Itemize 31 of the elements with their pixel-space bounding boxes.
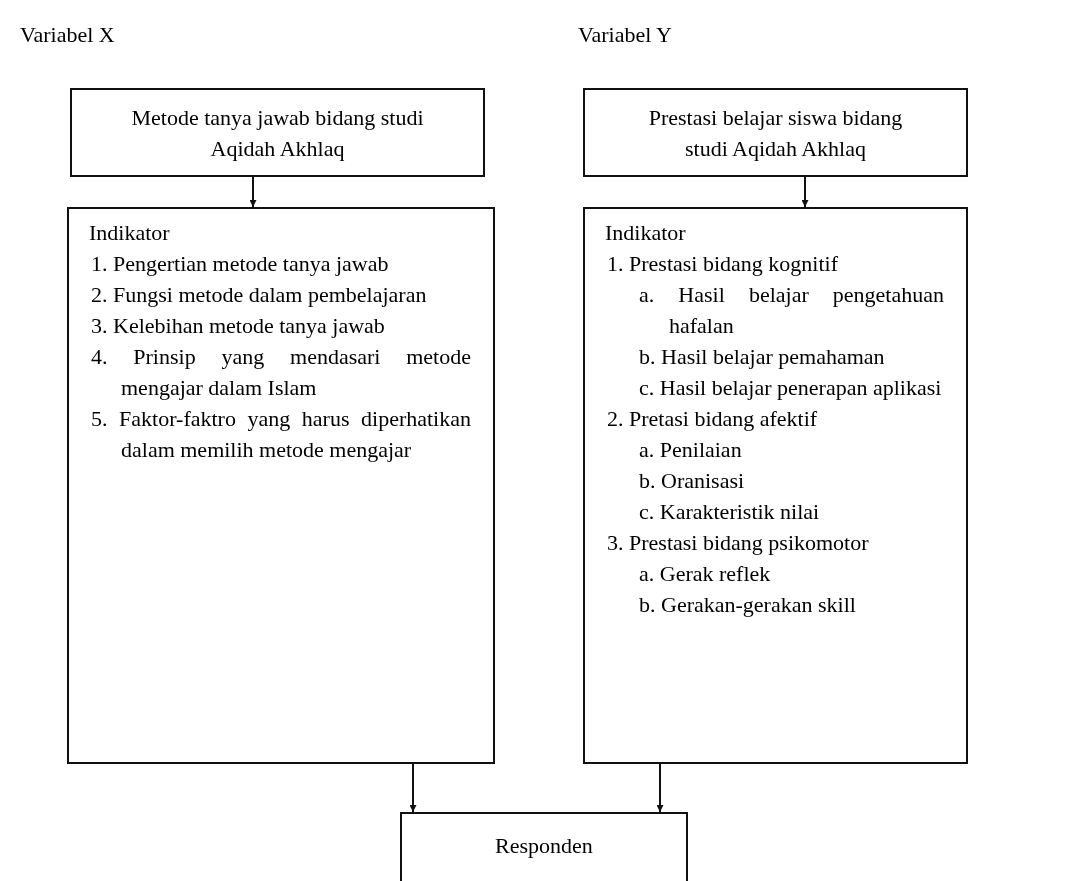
list-item: 4. Prinsip yang mendasari metode mengajar dalam Islam	[90, 343, 471, 402]
arrow	[656, 763, 664, 813]
variable-label: Variabel X	[20, 22, 115, 48]
list-item: 2. Pretasi bidang afektif	[606, 405, 819, 433]
arrow	[409, 763, 417, 813]
list-item: b. Oranisasi	[638, 467, 746, 495]
box-label: Responden	[495, 832, 593, 860]
list-item: 2. Fungsi metode dalam pembelajaran	[90, 281, 428, 309]
list-item: 3. Prestasi bidang psikomotor	[606, 529, 870, 557]
list-item: 5. Faktor-faktro yang harus diperhatikan dalam memilih metode mengajar	[90, 405, 471, 464]
box-heading: Indikator	[605, 219, 687, 247]
process-box	[70, 88, 485, 177]
box-label: Metode tanya jawab bidang studi Aqidah Akhlaq	[130, 103, 425, 163]
list-item: 3. Kelebihan metode tanya jawab	[90, 312, 386, 340]
arrow	[249, 176, 257, 208]
indicator-box	[583, 207, 968, 764]
list-item: a. Penilaian	[638, 436, 743, 464]
box-heading: Indikator	[89, 219, 171, 247]
list-item: 1. Pengertian metode tanya jawab	[90, 250, 390, 278]
process-box	[400, 812, 688, 881]
list-item: c. Hasil belajar penerapan aplikasi	[638, 374, 943, 402]
list-item: a. Gerak reflek	[638, 560, 772, 588]
variable-label: Variabel Y	[578, 22, 672, 48]
list-item: 1. Prestasi bidang kognitif	[606, 250, 839, 278]
list-item: c. Karakteristik nilai	[638, 498, 821, 526]
indicator-box	[67, 207, 495, 764]
box-label: Prestasi belajar siswa bidang studi Aqidah Akhlaq	[647, 103, 904, 163]
process-box	[583, 88, 968, 177]
list-item: b. Gerakan-gerakan skill	[638, 591, 857, 619]
arrow	[801, 176, 809, 208]
list-item: b. Hasil belajar pemahaman	[638, 343, 886, 371]
